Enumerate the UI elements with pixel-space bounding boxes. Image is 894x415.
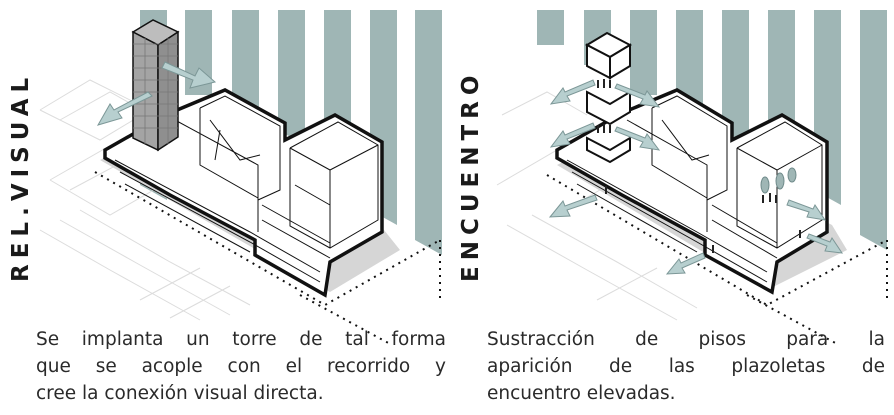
caption-line: que se acople con el recorrido y (36, 356, 446, 377)
view-arrows (96, 61, 217, 126)
caption-rel-visual: Se implanta un torre de tal forma que se… (36, 326, 446, 407)
access-arrows (548, 79, 844, 275)
caption-encuentro: Sustracción de pisos para la aparición d… (487, 326, 885, 407)
elevated-tower-blocks (584, 31, 633, 164)
panel-encuentro: ENCUENTRO Sustracción de pisos para la a… (447, 0, 894, 415)
vertical-label-rel-visual: REL.VISUAL (8, 71, 34, 282)
encuentro-axonometric-diagram (496, 10, 888, 346)
panel-rel-visual: REL.VISUAL Se implanta un torre de tal f… (8, 10, 446, 407)
caption-line: Sustracción de pisos para la (487, 329, 885, 350)
caption-line: Se implanta un torre de tal forma (36, 329, 446, 350)
trees (760, 167, 797, 194)
vertical-label-encuentro: ENCUENTRO (458, 69, 484, 282)
caption-line: cree la conexión visual directa. (36, 383, 324, 404)
site-boundary-dotted (94, 171, 441, 346)
arrow-view-left (96, 91, 153, 126)
caption-line: aparición de las plazoletas de (487, 356, 885, 377)
arrow-view-right (161, 61, 217, 89)
rel-visual-axonometric-diagram (39, 10, 442, 346)
tower (131, 19, 180, 152)
caption-line: encuentro elevadas. (487, 383, 676, 404)
building-massing (103, 88, 384, 298)
site-boundary-dotted (546, 174, 888, 346)
people-figures (597, 79, 801, 253)
